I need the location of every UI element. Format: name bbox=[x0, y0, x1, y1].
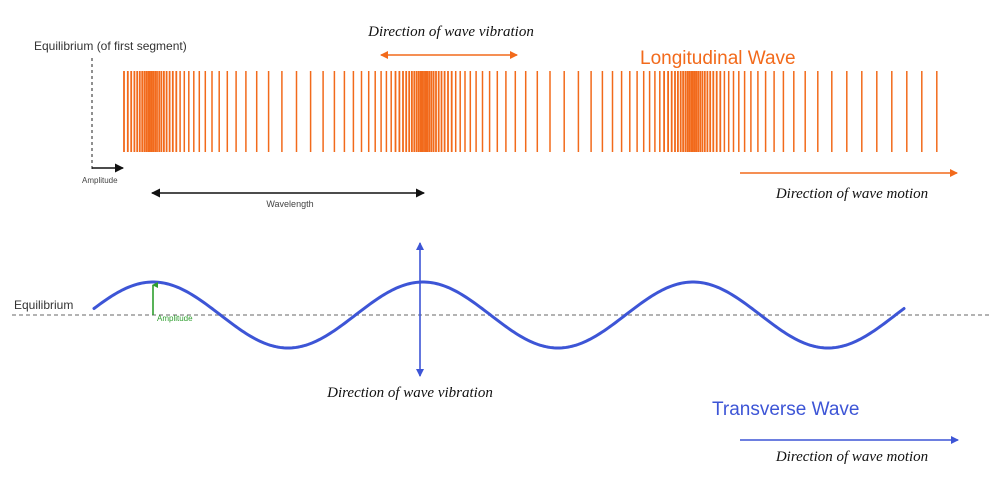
longitudinal-vibration-label: Direction of wave vibration bbox=[367, 24, 534, 40]
longitudinal-amplitude-label: Amplitude bbox=[82, 176, 118, 185]
longitudinal-section: Direction of wave vibration Longitudinal… bbox=[34, 24, 958, 209]
transverse-wave-curve bbox=[92, 280, 906, 350]
longitudinal-title: Longitudinal Wave bbox=[640, 48, 796, 69]
transverse-vibration-label: Direction of wave vibration bbox=[326, 385, 493, 401]
longitudinal-motion-label: Direction of wave motion bbox=[775, 186, 928, 202]
compression-lines bbox=[123, 71, 938, 152]
transverse-section: Equilibrium Amplitude Direction of wave … bbox=[12, 242, 992, 465]
transverse-motion-label: Direction of wave motion bbox=[775, 449, 928, 465]
transverse-title: Transverse Wave bbox=[712, 399, 859, 420]
equilibrium-first-segment-label: Equilibrium (of first segment) bbox=[34, 39, 187, 53]
wavelength-label: Wavelength bbox=[266, 199, 313, 209]
transverse-amplitude-label: Amplitude bbox=[157, 314, 193, 323]
transverse-equilibrium-label: Equilibrium bbox=[14, 298, 73, 312]
